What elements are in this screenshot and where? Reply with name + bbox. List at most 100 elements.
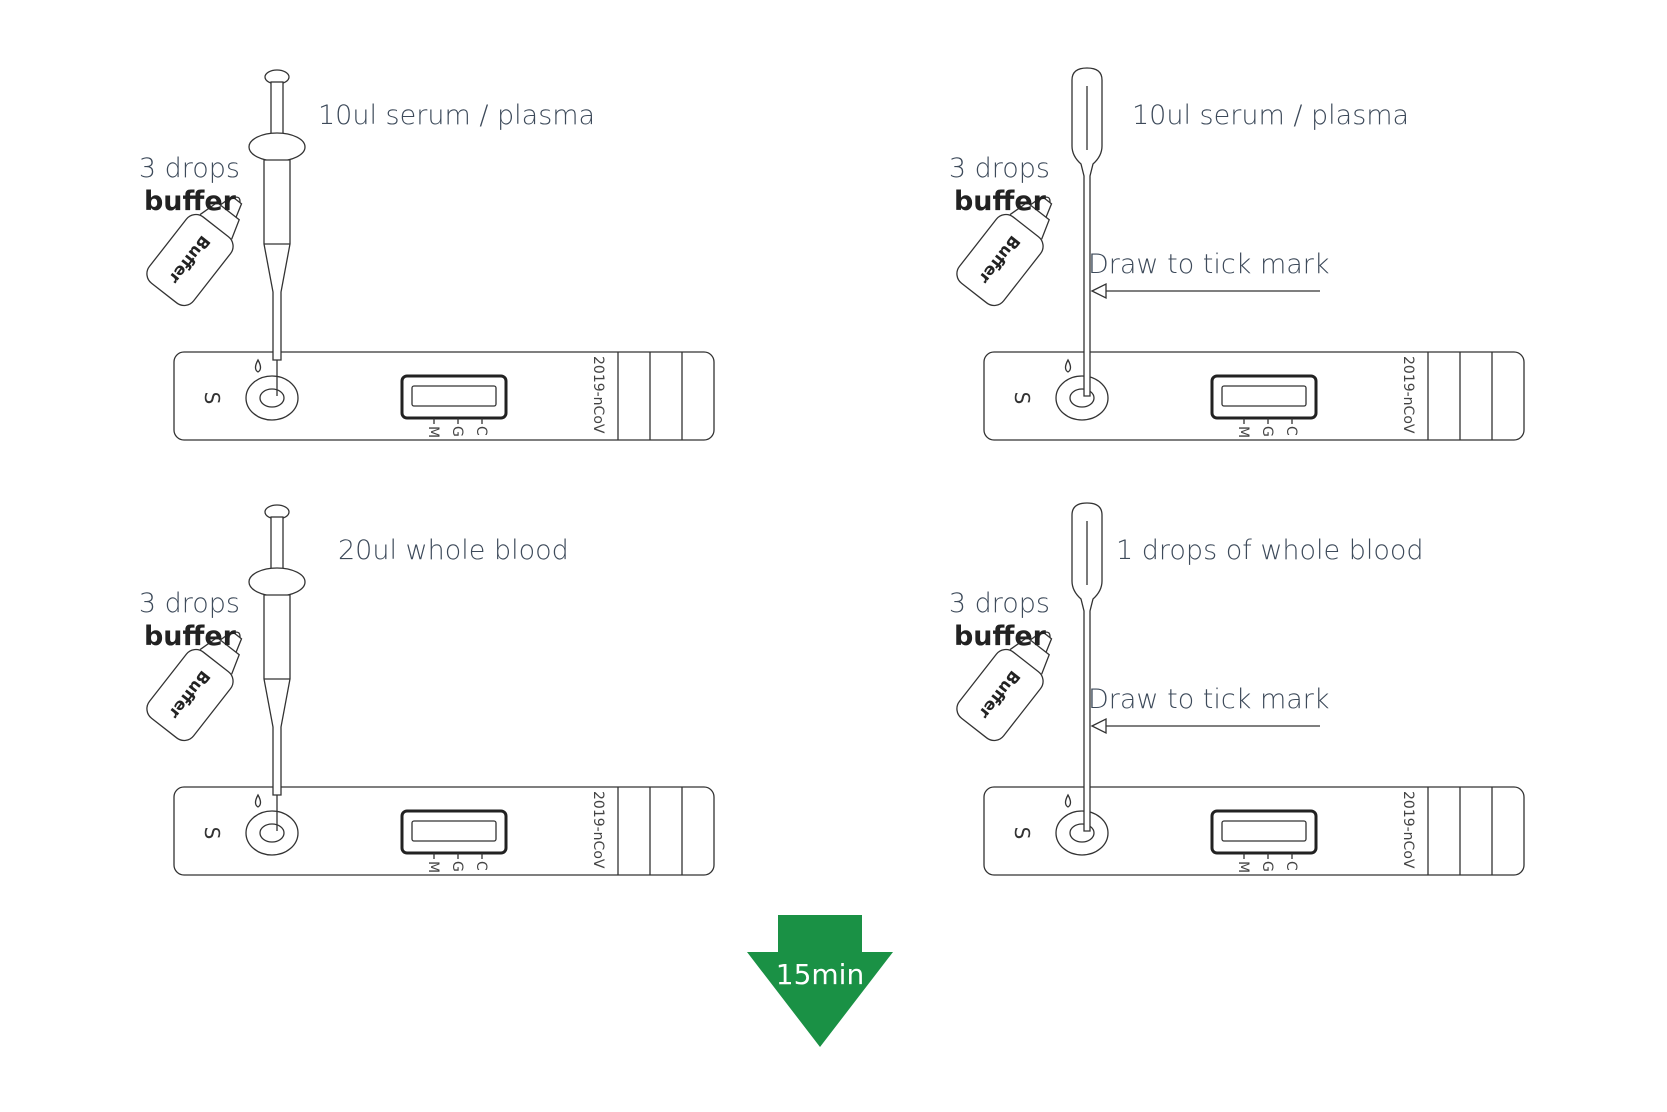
sample-volume-label: 1 drops of whole blood	[1116, 535, 1424, 566]
plunger-rod	[270, 516, 284, 576]
bottle-tip	[233, 196, 241, 203]
sample-well-inner	[259, 823, 285, 843]
result-line-g-label: G	[449, 861, 465, 872]
bottle-body	[146, 213, 234, 307]
buffer-drops-count: 3 drops	[139, 153, 240, 184]
sample-well-label: S	[1010, 827, 1034, 840]
result-line-c-label: C	[473, 861, 489, 871]
result-line-m-label: M	[425, 426, 441, 438]
product-name: 2019-nCoV	[590, 791, 606, 869]
result-line-m-label: M	[425, 861, 441, 873]
result-line-g-label: G	[1259, 426, 1275, 437]
bottle-cap	[219, 630, 243, 653]
bottle-neck	[199, 636, 240, 675]
result-window	[1210, 809, 1318, 855]
bottle-body	[956, 213, 1044, 307]
tick-arrow-head	[1090, 282, 1107, 300]
cassette-body	[173, 351, 715, 441]
bottle-body	[956, 648, 1044, 742]
test-cassette: S CGM 2019-nCoV	[983, 786, 1525, 876]
plunger-rod	[270, 81, 284, 141]
dropper	[1071, 502, 1103, 832]
buffer-label: buffer	[144, 621, 237, 652]
sample-volume-label: 10ul serum / plasma	[1132, 100, 1409, 131]
micropipette	[248, 504, 306, 831]
result-window	[400, 809, 508, 855]
buffer-drops-count: 3 drops	[949, 153, 1050, 184]
timer-label: 15min	[776, 958, 864, 991]
buffer-label: buffer	[954, 186, 1047, 217]
product-name: 2019-nCoV	[1400, 791, 1416, 869]
draw-to-tick-label: Draw to tick mark	[1088, 249, 1330, 280]
bottle-label: Buffer	[165, 667, 214, 722]
dropper-bulb	[1071, 67, 1103, 397]
result-line-m-label: M	[1235, 426, 1251, 438]
buffer-label: buffer	[144, 186, 237, 217]
sample-well-label: S	[200, 827, 224, 840]
result-window	[400, 374, 508, 420]
result-line-c-label: C	[1283, 426, 1299, 436]
product-name: 2019-nCoV	[1400, 356, 1416, 434]
result-line-g-label: G	[449, 426, 465, 437]
bottle-label: Buffer	[165, 232, 214, 287]
droplet-icon	[1064, 793, 1072, 808]
product-name: 2019-nCoV	[590, 356, 606, 434]
sample-well-label: S	[1010, 392, 1034, 405]
micropipette	[248, 69, 306, 396]
sample-well-inner	[1069, 823, 1095, 843]
test-cassette: S CGM 2019-nCoV	[173, 786, 715, 876]
buffer-drops-count: 3 drops	[949, 588, 1050, 619]
result-window-inner	[411, 385, 497, 407]
tick-arrow-head	[1090, 717, 1107, 735]
dropper	[1071, 67, 1103, 397]
sample-well-outer	[245, 375, 299, 421]
timer-arrow: 15min	[747, 915, 893, 1047]
droplet-icon	[254, 793, 262, 808]
bottle-label: Buffer	[975, 232, 1024, 287]
result-window-inner	[1221, 820, 1307, 842]
result-line-c-label: C	[473, 426, 489, 436]
result-window-inner	[1221, 385, 1307, 407]
down-arrow-icon	[747, 915, 893, 1047]
bottle-neck	[1009, 636, 1050, 675]
dropper-bulb	[1071, 502, 1103, 832]
bottle-cap	[219, 195, 243, 218]
sample-well-inner	[1069, 388, 1095, 408]
cassette-body	[983, 351, 1525, 441]
droplet-icon	[254, 358, 262, 373]
buffer-label: buffer	[954, 621, 1047, 652]
result-line-g-label: G	[1259, 861, 1275, 872]
sample-well-outer	[245, 810, 299, 856]
cassette-body	[983, 786, 1525, 876]
droplet-icon	[1064, 358, 1072, 373]
sample-volume-label: 20ul whole blood	[338, 535, 569, 566]
sample-volume-label: 10ul serum / plasma	[318, 100, 595, 131]
bottle-neck	[199, 201, 240, 240]
result-window-inner	[411, 820, 497, 842]
result-window	[1210, 374, 1318, 420]
pipette-barrel	[263, 159, 291, 361]
result-line-c-label: C	[1283, 861, 1299, 871]
finger-flange	[248, 132, 306, 162]
bottle-cap	[1029, 195, 1053, 218]
bottle-label: Buffer	[975, 667, 1024, 722]
finger-flange	[248, 567, 306, 597]
result-line-m-label: M	[1235, 861, 1251, 873]
bottle-tip	[233, 631, 241, 638]
buffer-drops-count: 3 drops	[139, 588, 240, 619]
cassette-body	[173, 786, 715, 876]
bottle-tip	[1043, 196, 1051, 203]
sample-well-inner	[259, 388, 285, 408]
sample-well-outer	[1055, 375, 1109, 421]
draw-to-tick-label: Draw to tick mark	[1088, 684, 1330, 715]
bottle-neck	[1009, 201, 1050, 240]
bottle-body	[146, 648, 234, 742]
bottle-tip	[1043, 631, 1051, 638]
pipette-barrel	[263, 594, 291, 796]
